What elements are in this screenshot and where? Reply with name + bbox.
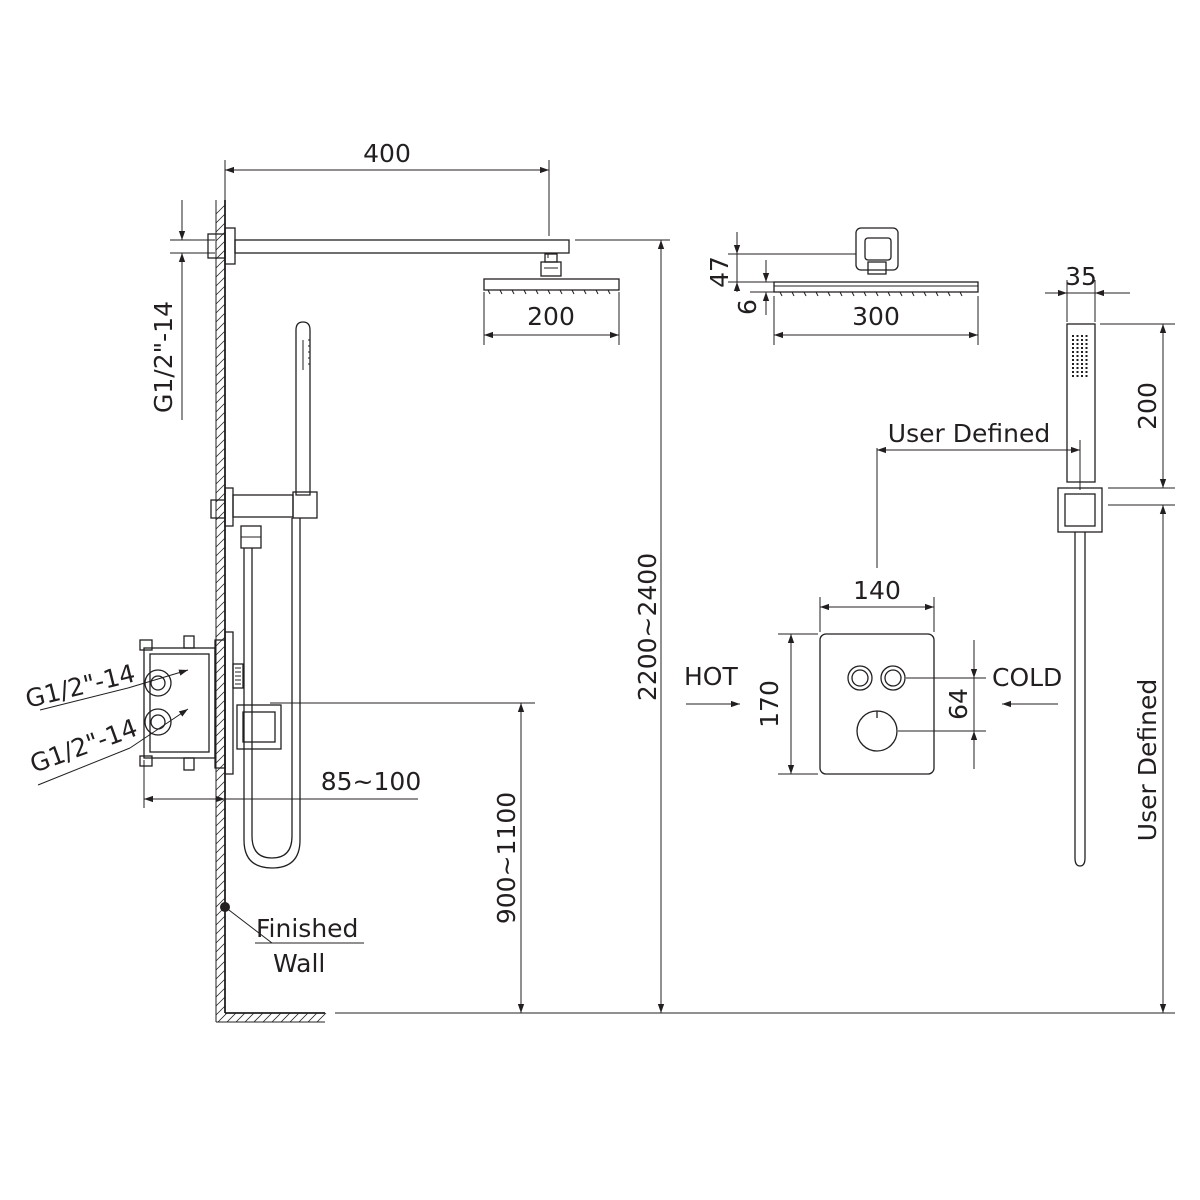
concealed-valve-body: [139, 631, 282, 775]
dim-handle-width: 35: [1045, 262, 1130, 322]
dim-holder-offset: User Defined: [876, 419, 1081, 568]
svg-text:G1/2"-14: G1/2"-14: [149, 301, 178, 413]
hand-shower-side: [295, 321, 311, 496]
shower-hose-side: [243, 518, 301, 869]
svg-text:HOT: HOT: [684, 662, 738, 691]
dim-valve-height: 900~1100: [270, 702, 535, 1013]
svg-text:G1/2"-14: G1/2"-14: [26, 713, 141, 779]
svg-text:35: 35: [1065, 262, 1097, 291]
finished-wall: [215, 200, 327, 1023]
svg-text:User Defined: User Defined: [1133, 679, 1162, 841]
finished-wall-callout: Finished Wall: [220, 902, 364, 978]
dim-arm-length: 400: [224, 139, 550, 236]
dim-large-head-width: 300: [773, 296, 979, 345]
dim-panel-height: 170: [755, 633, 818, 775]
shower-arm: [207, 227, 570, 265]
svg-text:200: 200: [527, 302, 575, 331]
svg-text:2200~2400: 2200~2400: [633, 553, 662, 701]
svg-text:G1/2"-14: G1/2"-14: [22, 659, 138, 714]
svg-text:85~100: 85~100: [321, 767, 421, 796]
svg-text:200: 200: [1133, 382, 1162, 430]
svg-text:6: 6: [733, 299, 762, 315]
dim-button-spacing: 64: [898, 640, 986, 769]
dim-total-height: 2200~2400: [575, 239, 670, 1013]
hand-shower-holder-side: [210, 487, 318, 549]
svg-text:COLD: COLD: [992, 663, 1062, 692]
dim-head-edge: 6: [733, 260, 770, 315]
dim-label-400: 400: [363, 139, 411, 168]
large-shower-head-front: [773, 227, 979, 297]
svg-text:900~1100: 900~1100: [492, 792, 521, 924]
cold-button[interactable]: [880, 665, 906, 691]
svg-text:64: 64: [944, 688, 973, 720]
dim-wall-depth: 85~100: [143, 760, 421, 808]
svg-text:300: 300: [852, 302, 900, 331]
hot-indicator: HOT: [684, 662, 740, 708]
dim-head-thickness: 47: [705, 232, 856, 293]
svg-text:Wall: Wall: [273, 949, 325, 978]
cold-inlet-leader: G1/2"-14: [26, 708, 189, 786]
dim-handle-length: 200: [1100, 323, 1175, 489]
valve-panel-front: [819, 633, 935, 775]
dim-wall-inlet-thread: G1/2"-14: [149, 200, 215, 420]
svg-text:Finished: Finished: [256, 914, 358, 943]
svg-text:140: 140: [853, 576, 901, 605]
dim-small-head-width: 200: [483, 292, 620, 345]
svg-text:User Defined: User Defined: [888, 419, 1050, 448]
cold-indicator: COLD: [992, 663, 1062, 708]
dim-holder-height: User Defined: [1108, 504, 1175, 1013]
hot-inlet-leader: G1/2"-14: [22, 659, 189, 714]
hand-shower-front: [1057, 323, 1103, 867]
svg-text:170: 170: [755, 680, 784, 728]
dim-panel-width: 140: [819, 576, 935, 632]
hot-button[interactable]: [847, 665, 873, 691]
small-shower-head-side: [483, 253, 620, 295]
svg-text:47: 47: [705, 256, 734, 288]
